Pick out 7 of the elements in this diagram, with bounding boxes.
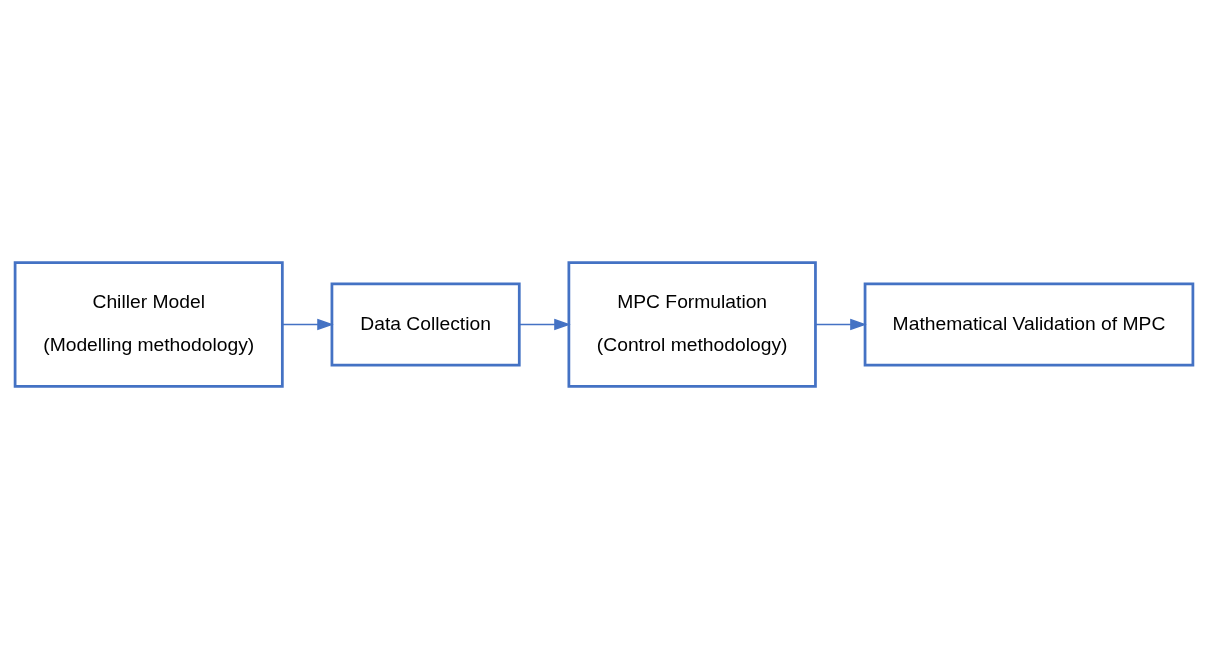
arrow [282, 318, 334, 330]
node-box: Mathematical Validation of MPC [863, 282, 1195, 366]
node-box: MPC Formulation (Control methodology) [567, 260, 817, 388]
node-box: Chiller Model (Modelling methodology) [13, 260, 284, 388]
arrow [814, 318, 867, 330]
arrow [518, 318, 571, 330]
node-box: Data Collection [330, 282, 521, 366]
